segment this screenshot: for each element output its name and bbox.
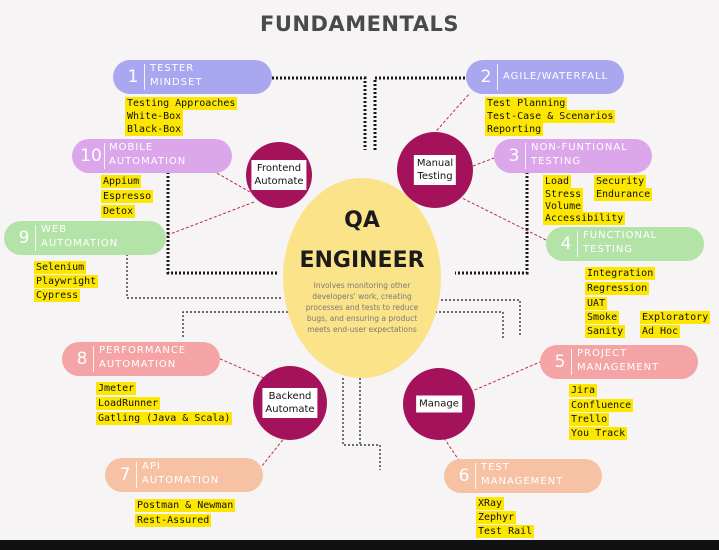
item-test-rail: Test Rail bbox=[476, 525, 535, 538]
connector-right-low bbox=[438, 299, 521, 335]
item-integration: Integration bbox=[585, 267, 656, 280]
item-load: Load bbox=[543, 175, 572, 188]
item-ad-hoc: Ad Hoc bbox=[640, 325, 681, 338]
item-confluence: Confluence bbox=[569, 399, 634, 412]
topic-5-label: PROJECT MANAGEMENT bbox=[577, 348, 660, 373]
qa-engineer-core: QA ENGINEER Involves monitoring other de… bbox=[283, 178, 441, 378]
topic-3-label: NON-FUNTIONAL TESTING bbox=[531, 142, 628, 167]
topic-6-label: TEST MANAGEMENT bbox=[481, 462, 564, 487]
connector-frontend-left bbox=[166, 168, 278, 275]
topic-9-label: WEB AUTOMATION bbox=[41, 224, 119, 249]
hub-backend: Backend Automate bbox=[253, 366, 327, 440]
topic-4-number: 4 bbox=[555, 231, 578, 257]
item-accessibility: Accessibility bbox=[543, 212, 626, 225]
topic-8-label: PERFORMANCE AUTOMATION bbox=[99, 345, 187, 370]
bottom-edge bbox=[0, 540, 719, 550]
core-title-line1: QA bbox=[344, 208, 380, 233]
item-test-planning: Test Planning bbox=[485, 97, 568, 110]
item-zephyr: Zephyr bbox=[476, 511, 517, 524]
item-jmeter: Jmeter bbox=[96, 382, 137, 395]
item-jira: Jira bbox=[569, 384, 598, 397]
item-volume: Volume bbox=[543, 200, 584, 213]
hub-frontend: Frontend Automate bbox=[246, 142, 312, 208]
topic-2-agile-waterfall: 2 AGILE/WATERFALL bbox=[466, 60, 624, 94]
connector-right-low-2 bbox=[430, 311, 504, 338]
topic-7-number: 7 bbox=[114, 462, 137, 488]
item-endurance: Endurance bbox=[594, 188, 653, 201]
topic-10-label: MOBILE AUTOMATION bbox=[109, 142, 187, 167]
item-security: Security bbox=[594, 175, 647, 188]
topic-5-project-management: 5 PROJECT MANAGEMENT bbox=[540, 345, 698, 379]
topic-2-number: 2 bbox=[475, 64, 498, 90]
topic-1-tester-mindset: 1 TESTER MINDSET bbox=[113, 60, 272, 94]
connector-bottom-left bbox=[342, 378, 381, 470]
item-playwright: Playwright bbox=[34, 275, 99, 288]
hub-manual-label: Manual Testing bbox=[413, 155, 457, 185]
item-exploratory: Exploratory bbox=[640, 311, 711, 324]
topic-10-mobile-automation: 10 MOBILE AUTOMATION bbox=[72, 139, 232, 173]
item-uat: UAT bbox=[585, 297, 608, 310]
hub-manage-label: Manage bbox=[416, 395, 462, 413]
link-manual-nonfunc bbox=[472, 157, 495, 167]
item-espresso: Espresso bbox=[101, 190, 154, 203]
item-regression: Regression bbox=[585, 282, 650, 295]
item-testing-approaches: Testing Approaches bbox=[125, 97, 238, 110]
hub-backend-label: Backend Automate bbox=[262, 388, 318, 418]
hub-manage: Manage bbox=[403, 368, 475, 440]
item-cypress: Cypress bbox=[34, 289, 81, 302]
connector-frontend-top bbox=[272, 76, 367, 150]
item-black-box: Black-Box bbox=[125, 123, 184, 136]
item-rest-assured: Rest-Assured bbox=[135, 514, 212, 527]
item-test-case-scenarios: Test-Case & Scenarios bbox=[485, 110, 616, 123]
core-title-line2: ENGINEER bbox=[299, 248, 425, 273]
item-loadrunner: LoadRunner bbox=[96, 397, 161, 410]
item-you-track: You Track bbox=[569, 427, 628, 440]
link-frontend-mobile bbox=[193, 159, 251, 193]
connector-manual-right bbox=[455, 172, 529, 275]
topic-4-functional: 4 FUNCTIONAL TESTING bbox=[546, 227, 704, 261]
topic-6-test-management: 6 TEST MANAGEMENT bbox=[444, 459, 602, 493]
item-xray: XRay bbox=[476, 497, 505, 510]
topic-6-number: 6 bbox=[453, 463, 476, 489]
topic-8-number: 8 bbox=[71, 346, 94, 372]
page-title: FUNDAMENTALS bbox=[260, 12, 459, 36]
hub-frontend-label: Frontend Automate bbox=[251, 160, 307, 190]
connector-manual-top bbox=[373, 76, 465, 150]
connector-web-under bbox=[126, 250, 283, 299]
topic-5-number: 5 bbox=[549, 349, 572, 375]
item-sanity: Sanity bbox=[585, 325, 626, 338]
link-manage-project bbox=[469, 361, 541, 393]
topic-7-label: API AUTOMATION bbox=[142, 461, 220, 486]
link-manual-func bbox=[453, 193, 547, 241]
topic-3-number: 3 bbox=[503, 143, 526, 169]
item-gatling: Gatling (Java & Scala) bbox=[96, 412, 233, 425]
topic-1-number: 1 bbox=[122, 64, 145, 90]
core-description: Involves monitoring other developers' wo… bbox=[305, 281, 419, 334]
item-selenium: Selenium bbox=[34, 261, 87, 274]
item-reporting: Reporting bbox=[485, 123, 544, 136]
item-detox: Detox bbox=[101, 205, 136, 218]
topic-9-number: 9 bbox=[13, 225, 36, 251]
item-white-box: White-Box bbox=[125, 110, 184, 123]
item-trello: Trello bbox=[569, 413, 610, 426]
item-smoke: Smoke bbox=[585, 311, 620, 324]
topic-7-api-automation: 7 API AUTOMATION bbox=[105, 458, 263, 492]
topic-8-performance-automation: 8 PERFORMANCE AUTOMATION bbox=[62, 342, 220, 376]
topic-10-number: 10 bbox=[78, 143, 105, 169]
link-frontend-web bbox=[164, 201, 255, 237]
item-stress: Stress bbox=[543, 188, 584, 201]
connector-left-low bbox=[182, 311, 300, 337]
item-appium: Appium bbox=[101, 175, 142, 188]
topic-4-label: FUNCTIONAL TESTING bbox=[583, 230, 658, 255]
topic-2-label: AGILE/WATERFALL bbox=[503, 71, 609, 82]
item-postman-newman: Postman & Newman bbox=[135, 499, 236, 512]
link-manual-agile bbox=[429, 92, 471, 139]
hub-manual: Manual Testing bbox=[397, 132, 473, 208]
link-backend-perf bbox=[217, 357, 265, 379]
topic-1-label: TESTER MINDSET bbox=[150, 63, 203, 88]
topic-3-non-functional: 3 NON-FUNTIONAL TESTING bbox=[494, 139, 652, 173]
topic-9-web-automation: 9 WEB AUTOMATION bbox=[4, 221, 166, 255]
